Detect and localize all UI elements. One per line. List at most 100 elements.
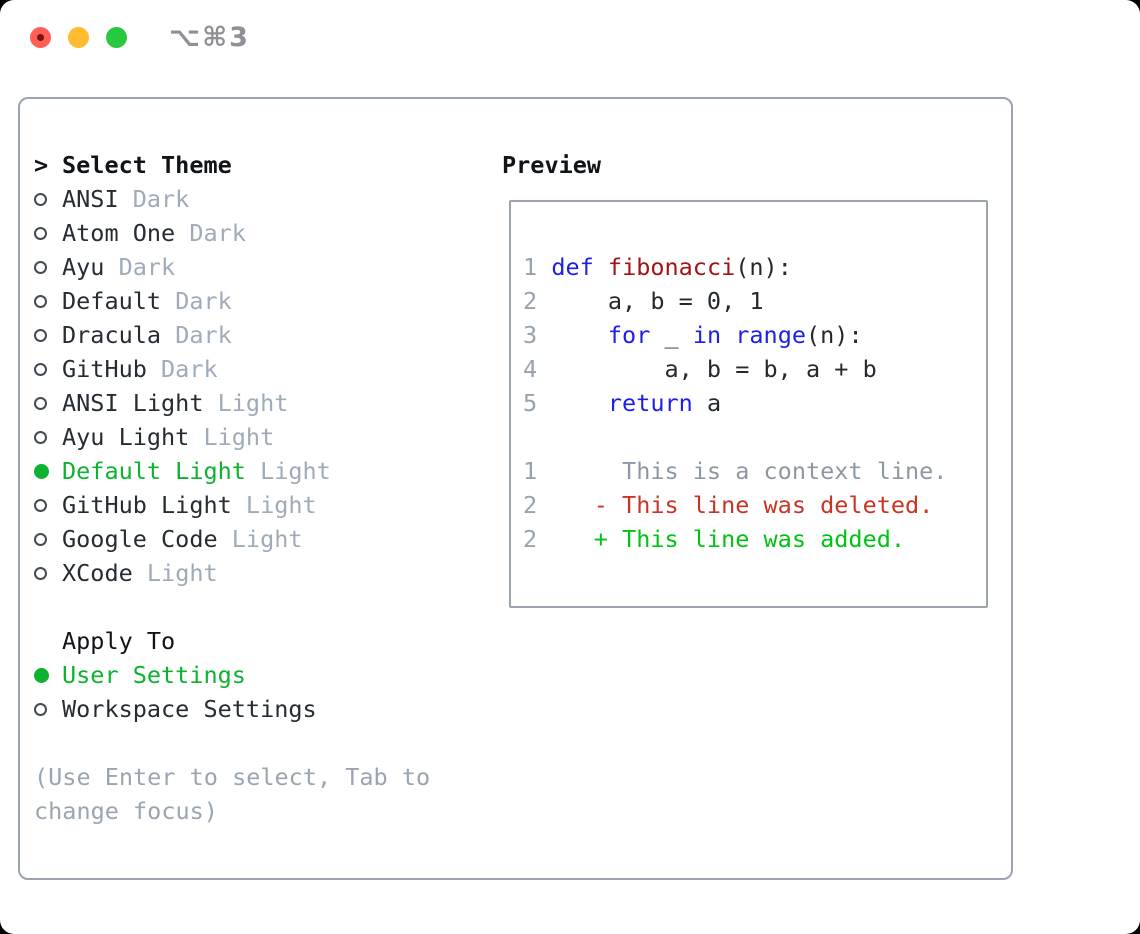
theme-option-default-light[interactable]: Default Light Light: [34, 454, 484, 488]
theme-variant-tag: Light: [189, 423, 275, 451]
traffic-light-zoom-button[interactable]: [106, 27, 127, 48]
theme-option-github-light[interactable]: GitHub Light Light: [34, 488, 484, 522]
theme-variant-tag: Light: [132, 559, 218, 587]
code-segment-kw: return: [607, 389, 693, 417]
theme-name-label: Ayu Light: [62, 423, 190, 451]
theme-name-label: Atom One: [62, 219, 176, 247]
radio-unselected-icon: [34, 192, 50, 206]
code-line: 1 This is a context line.: [523, 454, 980, 488]
theme-variant-tag: Light: [203, 389, 289, 417]
preview-box: 1 def fibonacci(n): 2 a, b = 0, 1 3 for _ …: [509, 200, 988, 608]
code-segment-add: + This line was added.: [537, 525, 906, 553]
theme-option-ayu[interactable]: Ayu Dark: [34, 250, 484, 284]
theme-name-label: Dracula: [62, 321, 162, 349]
theme-option-dracula[interactable]: Dracula Dark: [34, 318, 484, 352]
radio-unselected-icon: [34, 260, 50, 274]
theme-option-ansi[interactable]: ANSI Dark: [34, 182, 484, 216]
help-text-line: (Use Enter to select, Tab to: [34, 763, 431, 791]
apply-option-label: Workspace Settings: [62, 695, 317, 723]
radio-unselected-icon: [34, 362, 50, 376]
code-segment-del: - This line was deleted.: [537, 491, 934, 519]
code-segment-kw: for: [607, 321, 651, 349]
line-number: 4: [523, 355, 538, 383]
line-number: 2: [523, 491, 538, 519]
line-number: 2: [523, 525, 538, 553]
theme-name-label: ANSI Light: [62, 389, 204, 417]
radio-glyph: [34, 260, 47, 274]
theme-option-xcode[interactable]: XCode Light: [34, 556, 484, 590]
apply-option-user-settings[interactable]: User Settings: [34, 658, 484, 692]
theme-option-atom-one[interactable]: Atom One Dark: [34, 216, 484, 250]
theme-variant-tag: Dark: [161, 287, 232, 315]
theme-name-label: XCode: [62, 559, 133, 587]
spacer: [34, 726, 484, 760]
radio-glyph: [34, 328, 47, 342]
theme-variant-tag: Dark: [104, 253, 176, 281]
theme-name-label: Google Code: [62, 525, 218, 553]
code-line: 3 for _ in range(n):: [523, 318, 980, 352]
radio-glyph: [34, 430, 47, 444]
theme-variant-tag: Dark: [161, 321, 232, 349]
radio-glyph: [34, 192, 47, 206]
radio-glyph: [34, 667, 49, 683]
radio-unselected-icon: [34, 328, 50, 342]
code-segment-kw: range: [735, 321, 807, 349]
help-text-line: change focus): [34, 797, 218, 825]
code-segment-pl: (n):: [735, 253, 792, 281]
line-number: 2: [523, 287, 538, 315]
theme-name-label: ANSI: [62, 185, 119, 213]
theme-option-ansi-light[interactable]: ANSI Light Light: [34, 386, 484, 420]
code-segment-pl: [721, 321, 735, 349]
radio-glyph: [34, 532, 47, 546]
apply-option-workspace-settings[interactable]: Workspace Settings: [34, 692, 484, 726]
radio-glyph: [34, 498, 47, 512]
traffic-light-minimize-button[interactable]: [68, 27, 89, 48]
theme-name-label: GitHub Light: [62, 491, 232, 519]
line-number: 3: [523, 321, 538, 349]
code-segment-pl: a, b = 0, 1: [537, 287, 764, 315]
apply-to-header: Apply To: [34, 624, 484, 658]
code-segment-pl: [537, 253, 551, 281]
theme-variant-tag: Light: [231, 491, 317, 519]
radio-glyph: [34, 396, 47, 410]
unsaved-indicator-dot: [37, 34, 44, 41]
radio-glyph: [34, 702, 47, 716]
radio-unselected-icon: [34, 396, 50, 410]
theme-list-header: > Select Theme: [34, 148, 484, 182]
theme-option-github[interactable]: GitHub Dark: [34, 352, 484, 386]
line-number: 1: [523, 457, 538, 485]
radio-unselected-icon: [34, 226, 50, 240]
traffic-light-close-button[interactable]: [30, 27, 51, 48]
theme-option-google-code[interactable]: Google Code Light: [34, 522, 484, 556]
line-number: 5: [523, 389, 538, 417]
code-segment-fn: fibonacci: [607, 253, 736, 281]
radio-glyph: [34, 566, 47, 580]
radio-glyph: [34, 463, 49, 479]
help-text: (Use Enter to select, Tab to change focus…: [34, 760, 484, 828]
radio-unselected-icon: [34, 566, 50, 580]
theme-option-ayu-light[interactable]: Ayu Light Light: [34, 420, 484, 454]
code-segment-kw: def: [551, 253, 594, 281]
code-line: 2 - This line was deleted.: [523, 488, 980, 522]
window-titlebar: ⌥⌘3: [30, 24, 250, 51]
code-segment-pl: [537, 389, 608, 417]
spacer: [34, 590, 484, 624]
theme-name-label: GitHub: [62, 355, 147, 383]
radio-glyph: [34, 226, 47, 240]
theme-name-label: Default Light: [62, 457, 246, 485]
radio-unselected-icon: [34, 702, 50, 716]
theme-option-default[interactable]: Default Dark: [34, 284, 484, 318]
theme-name-label: Ayu: [62, 253, 105, 281]
theme-variant-tag: Dark: [175, 219, 246, 247]
code-line: 5 return a: [523, 386, 980, 420]
code-line: 1 def fibonacci(n):: [523, 250, 980, 284]
preview-column: Preview 1 def fibonacci(n):2 a, b = 0, 1…: [502, 148, 997, 608]
theme-list-title: Select Theme: [62, 151, 232, 179]
code-segment-pl: _: [650, 321, 693, 349]
theme-name-label: Default: [62, 287, 162, 315]
code-segment-pl: [594, 253, 608, 281]
